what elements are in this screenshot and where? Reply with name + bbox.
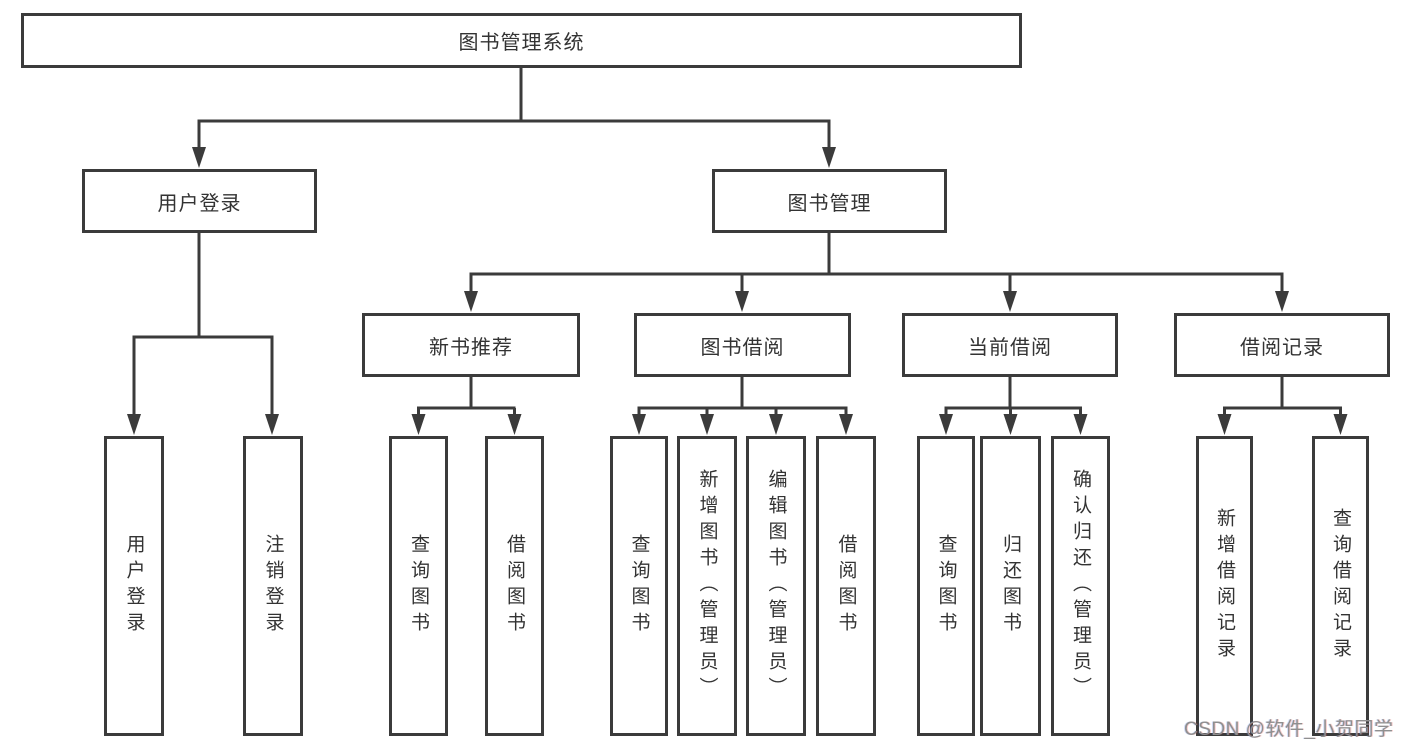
leaf-label: 注销登录 — [262, 534, 284, 638]
leaf-label: 用户登录 — [123, 534, 145, 638]
leaf-label: 查询图书 — [935, 534, 957, 638]
leaf-label: 新增借阅记录 — [1214, 508, 1235, 664]
leaf-edit-book-admin: 编辑图书（管理员） — [746, 436, 806, 736]
leaf-borrow-books-borrowing: 借阅图书 — [816, 436, 876, 736]
node-label: 图书管理系统 — [458, 32, 585, 54]
node-new-book-recommend: 新书推荐 — [362, 313, 580, 377]
leaf-borrow-books-recommend: 借阅图书 — [485, 436, 544, 736]
node-label: 新书推荐 — [429, 336, 513, 359]
leaf-label: 查询图书 — [408, 534, 429, 638]
leaf-add-borrow-record: 新增借阅记录 — [1196, 436, 1253, 736]
node-label: 图书借阅 — [700, 336, 785, 359]
node-label: 借阅记录 — [1240, 336, 1324, 359]
csdn-watermark: CSDN @软件_小贺同学 — [1184, 719, 1394, 740]
leaf-query-books-current: 查询图书 — [917, 436, 975, 736]
leaf-logout: 注销登录 — [243, 436, 303, 736]
leaf-label: 查询图书 — [628, 534, 650, 638]
leaf-confirm-return-admin: 确认归还（管理员） — [1051, 436, 1110, 736]
node-label: 当前借阅 — [968, 336, 1052, 359]
node-label: 图书管理 — [787, 192, 872, 215]
leaf-query-books-borrowing: 查询图书 — [610, 436, 668, 736]
leaf-return-book: 归还图书 — [980, 436, 1041, 736]
node-current-borrowing: 当前借阅 — [902, 313, 1118, 377]
leaf-user-login: 用户登录 — [104, 436, 164, 736]
leaf-query-borrow-record: 查询借阅记录 — [1312, 436, 1369, 736]
leaf-label: 借阅图书 — [835, 534, 857, 638]
node-borrowing-records: 借阅记录 — [1174, 313, 1390, 377]
leaf-label: 编辑图书（管理员） — [765, 469, 787, 703]
node-book-borrowing: 图书借阅 — [634, 313, 851, 377]
leaf-label: 借阅图书 — [504, 534, 525, 638]
node-user-login: 用户登录 — [82, 169, 317, 233]
leaf-label: 新增图书（管理员） — [696, 469, 718, 703]
node-book-management: 图书管理 — [712, 169, 947, 233]
node-label: 用户登录 — [157, 192, 242, 215]
leaf-add-book-admin: 新增图书（管理员） — [677, 436, 737, 736]
leaf-query-books-recommend: 查询图书 — [389, 436, 448, 736]
leaf-label: 归还图书 — [1000, 534, 1021, 638]
node-root-system: 图书管理系统 — [21, 13, 1022, 68]
leaf-label: 查询借阅记录 — [1330, 508, 1351, 664]
leaf-label: 确认归还（管理员） — [1070, 469, 1091, 703]
